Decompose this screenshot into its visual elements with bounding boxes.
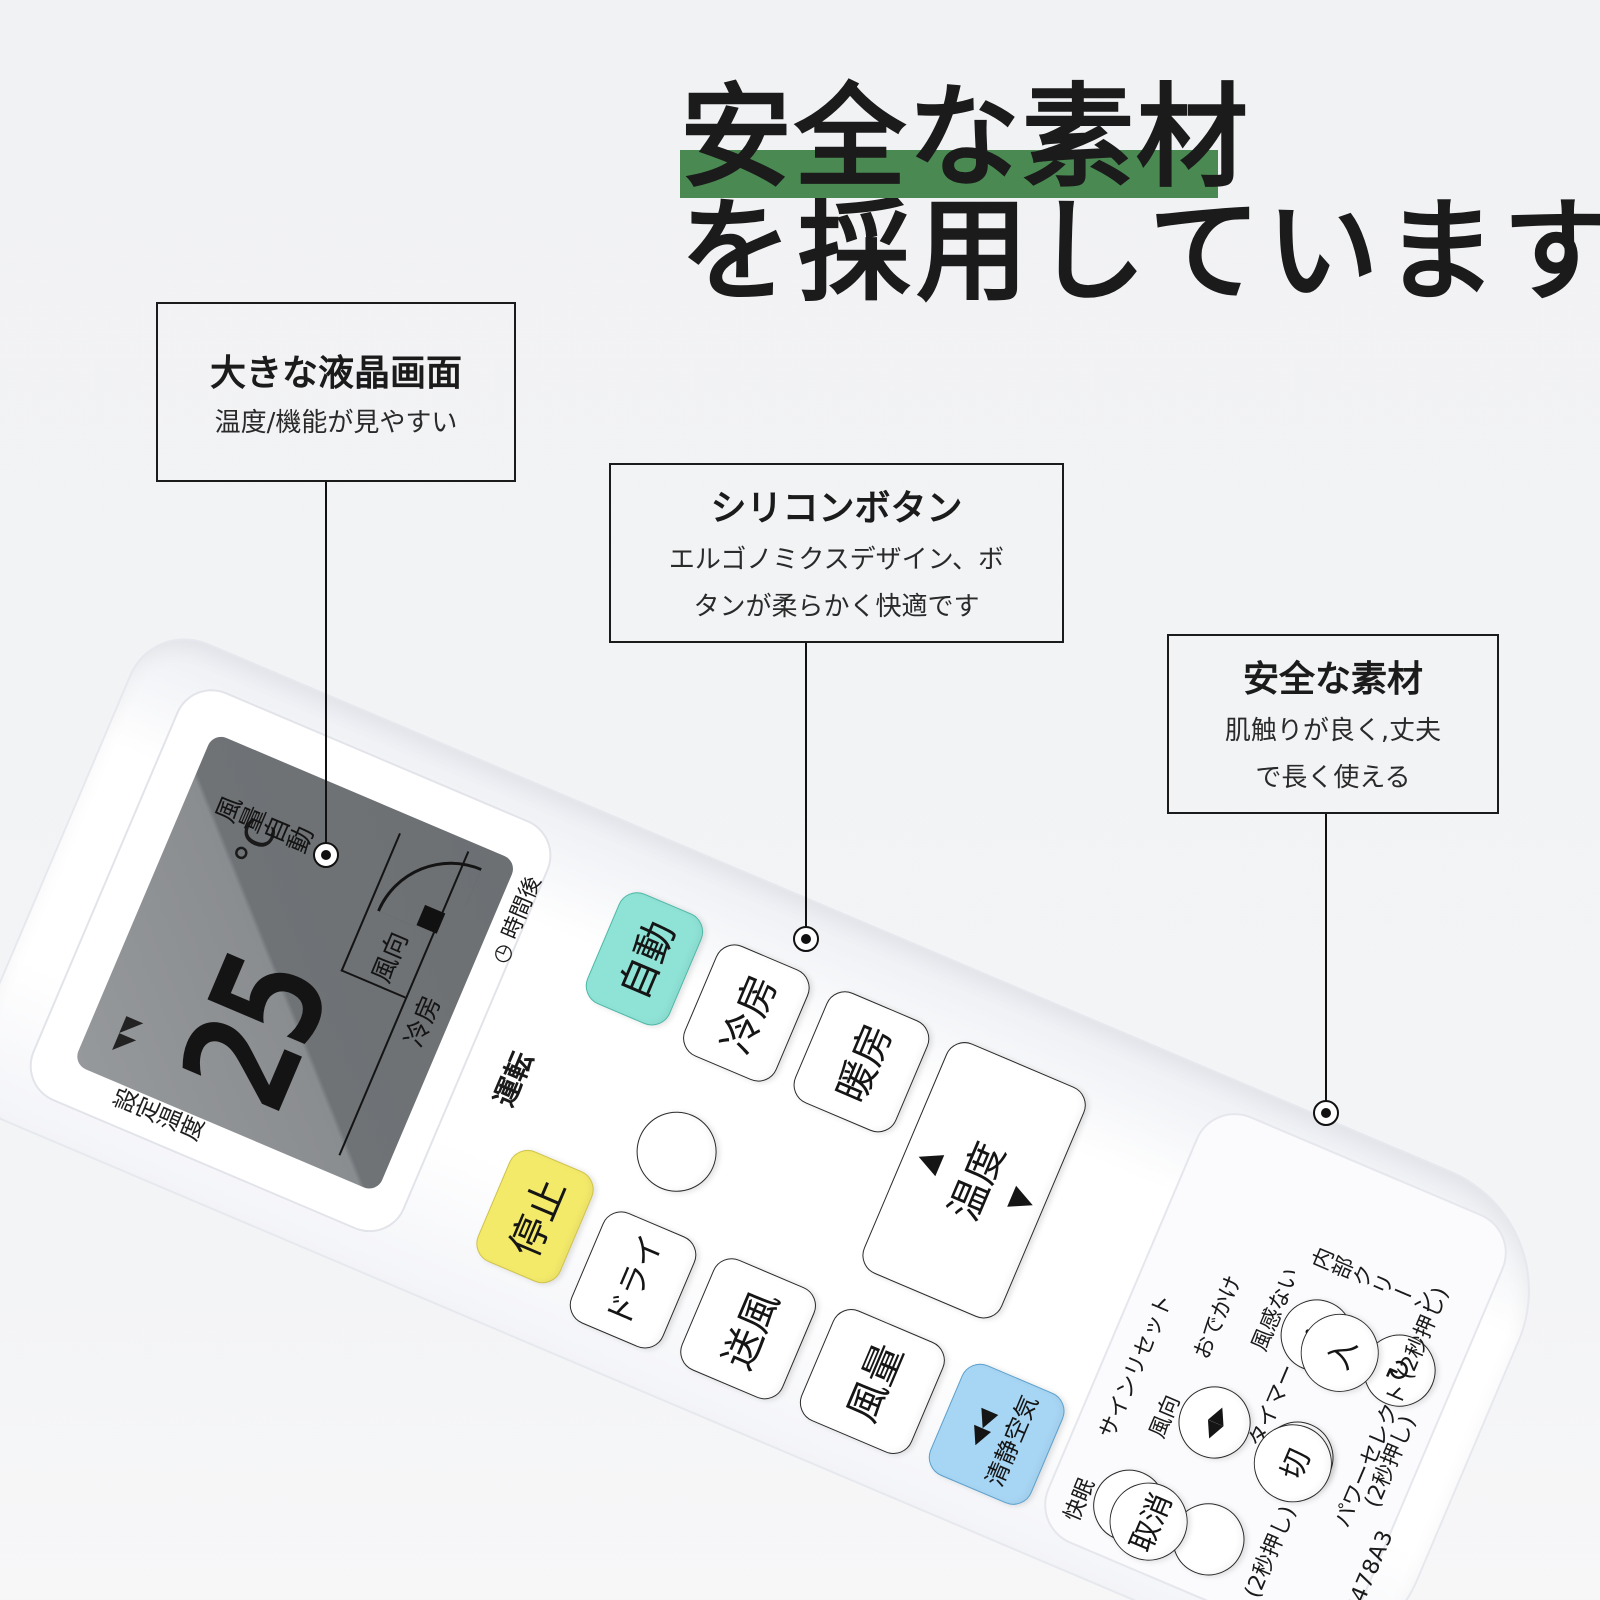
round-center-button[interactable] [624, 1099, 730, 1205]
fan-speed-button[interactable]: 風量 [793, 1302, 952, 1461]
temp-down-icon: ▼ [999, 1182, 1042, 1218]
temp-up-icon: ▲ [906, 1143, 949, 1179]
callout-lcd-title: 大きな液晶画面 [209, 353, 462, 394]
headline-line-1: 安全な素材 [680, 78, 1250, 198]
leader-line-material [1325, 814, 1327, 1104]
callout-material-desc-1: 肌触りが良く,丈夫 [1224, 716, 1442, 746]
callout-lcd-desc: 温度/機能が見やすい [214, 408, 458, 438]
pin-material-icon [1313, 1100, 1339, 1126]
sign-reset-note: (2秒押し) [1240, 1502, 1302, 1600]
dry-button[interactable]: ドライ [563, 1205, 703, 1355]
lcd-wind-direction-label: 風向 [366, 927, 415, 988]
heat-button[interactable]: 暖房 [787, 985, 936, 1139]
headline-line-2: を採用しています [680, 187, 1600, 317]
auto-button[interactable]: 自動 [579, 886, 710, 1032]
outing-label: おでかけ [1189, 1272, 1248, 1364]
leader-line-lcd [325, 482, 327, 852]
pin-silicone-icon [793, 926, 819, 952]
callout-silicone-title: シリコンボタン [710, 488, 963, 529]
pin-lcd-icon [313, 842, 339, 868]
callout-lcd: 大きな液晶画面 温度/機能が見やすい [156, 302, 516, 482]
headline: 安全な素材 を採用しています [680, 78, 1600, 312]
lcd-mode-label: 冷房 [399, 991, 448, 1052]
swing-arrows-icon: ◀▶ [1196, 1402, 1233, 1443]
callout-material-desc-2: で長く使える [1255, 763, 1411, 793]
stop-button[interactable]: 停止 [470, 1143, 600, 1290]
leader-line-silicone [805, 643, 807, 930]
cool-button[interactable]: 冷房 [676, 938, 816, 1088]
headline-line-1-text: 安全な素材 [680, 73, 1250, 203]
run-label: 運転 [487, 1047, 540, 1112]
callout-silicone: シリコンボタン エルゴノミクスデザイン、ボ タンが柔らかく快適です [609, 463, 1064, 643]
callout-material: 安全な素材 肌触りが良く,丈夫 で長く使える [1167, 634, 1499, 814]
callout-material-title: 安全な素材 [1242, 659, 1423, 700]
sleep-indicator-icon: ◥◥ [105, 1013, 147, 1059]
fan-button[interactable]: 送風 [674, 1252, 823, 1406]
callout-silicone-desc-2: タンが柔らかく快適です [693, 592, 980, 622]
function-panel: 快眠 ☾ サインリセット (2秒押し) 風向 ◀▶ おでかけ ⌂ 風感ない ♟ … [1033, 1102, 1518, 1600]
callout-silicone-desc-1: エルゴノミクスデザイン、ボ [668, 545, 1005, 575]
lcd-temperature: 25 [149, 934, 364, 1132]
lcd-frame: 設定温度 ◥◥ 25 °C 風量自動 風向 冷房 ◷ 時間後 [20, 680, 561, 1242]
